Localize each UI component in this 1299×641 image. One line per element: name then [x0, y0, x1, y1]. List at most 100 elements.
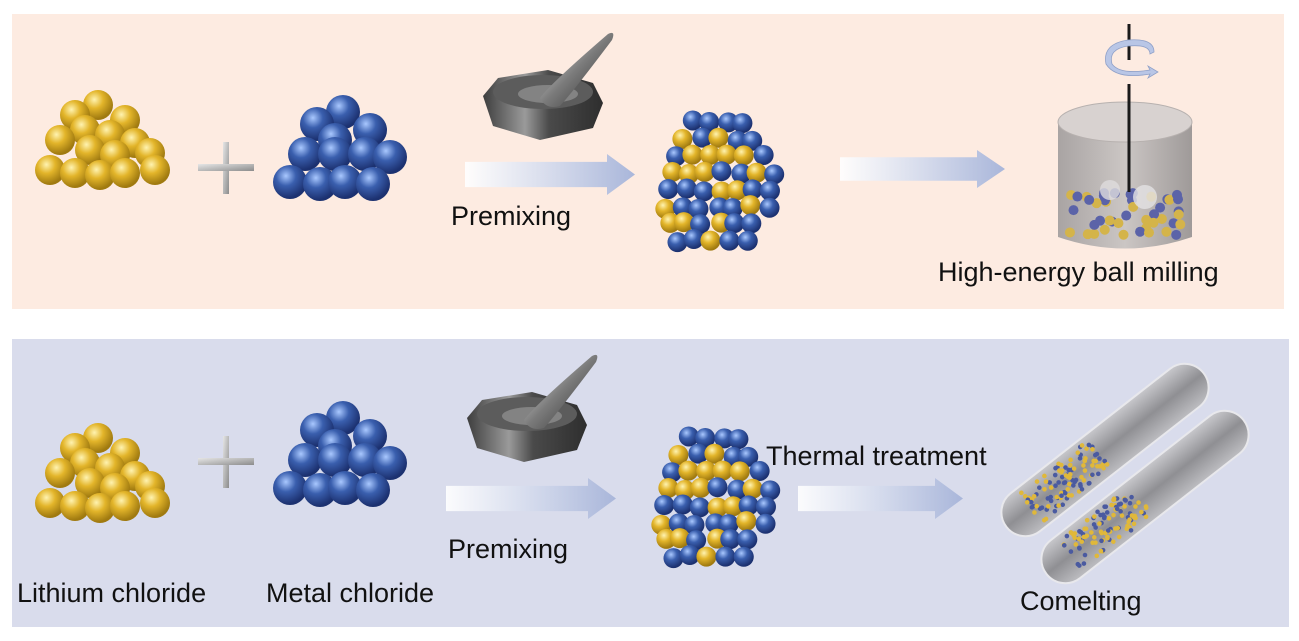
tube-particle	[1081, 477, 1087, 483]
tube-particle	[1090, 472, 1095, 478]
tube-particle	[1101, 465, 1106, 471]
metal-chloride-particle	[288, 443, 322, 477]
lithium-chloride-particle	[35, 488, 65, 518]
tube-particle	[1102, 458, 1108, 464]
metal-chloride-particle	[692, 127, 713, 148]
tube-particle	[1048, 485, 1054, 490]
tube-particle	[1073, 542, 1079, 547]
tube-particle	[1131, 515, 1137, 520]
pestle	[524, 354, 598, 429]
lithium-chloride-particle	[85, 493, 115, 523]
lithium-chloride-particle	[75, 468, 105, 498]
tube-particle	[1086, 442, 1092, 448]
mixed-particles-bottom	[651, 426, 781, 569]
tube-particle	[1071, 532, 1076, 538]
tube-particle	[1136, 500, 1141, 505]
arrow-shape	[798, 478, 963, 519]
metal-chloride-particle	[679, 545, 700, 566]
plus-horizontal-bar	[198, 164, 254, 171]
lithium-chloride-label: Lithium chloride	[17, 578, 207, 608]
tube-particle	[1111, 512, 1116, 518]
tube-particle	[1059, 474, 1065, 480]
metal-chloride-particle	[348, 137, 382, 171]
tube-particle	[1104, 510, 1110, 515]
metal-chloride-particle	[654, 495, 675, 516]
metal-chloride-particle	[658, 179, 679, 200]
tube-particle	[1071, 483, 1076, 488]
tube-particle	[1062, 490, 1068, 496]
metal-chloride-particle	[695, 428, 716, 449]
metal-chloride-particle	[724, 213, 745, 234]
milling-particle	[1175, 219, 1186, 230]
milling-particle	[1118, 229, 1129, 240]
metal-chloride-particle	[682, 110, 703, 131]
metal-chloride-particle	[348, 443, 382, 477]
milling-particle	[1091, 198, 1102, 209]
lithium-chloride-particle	[140, 155, 170, 185]
tube-particle	[1090, 540, 1095, 545]
tube-particle	[1067, 462, 1073, 468]
metal-chloride-particle	[753, 144, 774, 165]
tube-particle	[1104, 462, 1110, 467]
arrow-shape	[446, 478, 616, 519]
metal-chloride-particle	[759, 197, 780, 218]
lithium-chloride-particle	[704, 443, 725, 464]
tube-particle	[1082, 468, 1088, 473]
lithium-chloride-particles-top	[35, 90, 170, 190]
metal-chloride-particle	[727, 479, 748, 500]
metal-chloride-particle	[328, 165, 362, 199]
metal-chloride-particle	[728, 429, 749, 450]
lithium-chloride-particle	[673, 212, 694, 233]
metal-chloride-particle	[733, 546, 754, 567]
tube-particle	[1054, 494, 1059, 500]
lithium-chloride-particle	[110, 491, 140, 521]
mortar-pestle-icon	[467, 354, 598, 462]
tube-particle	[1102, 504, 1107, 510]
lithium-chloride-particle	[723, 496, 744, 517]
lithium-chloride-particle	[746, 162, 767, 183]
lithium-chloride-particle	[678, 460, 699, 481]
tube-particle	[1032, 510, 1037, 515]
tube-particle	[1123, 498, 1128, 503]
tube-particle	[1065, 486, 1071, 492]
lithium-chloride-particle	[75, 135, 105, 165]
metal-chloride-particle	[742, 130, 763, 151]
tube-particle	[1056, 461, 1061, 467]
metal-chloride-particle	[718, 514, 739, 535]
tube-particle	[1048, 498, 1054, 504]
metal-chloride-particle	[755, 496, 776, 517]
arrow-right-icon	[465, 154, 635, 195]
tube-particle	[1077, 529, 1082, 534]
tube-particle	[1077, 456, 1083, 461]
lithium-chloride-particle	[716, 144, 737, 165]
metal-chloride-particle	[672, 197, 693, 218]
arrow-right-icon	[798, 478, 963, 519]
tube-particle	[1089, 530, 1094, 535]
tube-particle	[1143, 504, 1149, 509]
lithium-chloride-particle	[60, 491, 90, 521]
milling-particle	[1143, 227, 1154, 238]
tube-particle	[1095, 509, 1100, 515]
lithium-chloride-particle	[85, 160, 115, 190]
plus-icon	[198, 142, 254, 194]
tube-particle	[1029, 504, 1035, 510]
lithium-chloride-particle	[110, 158, 140, 188]
tube-particle	[1081, 534, 1087, 540]
metal-chloride-particle	[684, 514, 705, 535]
tube-particle	[1078, 483, 1083, 489]
tube-particle	[1031, 494, 1037, 499]
mixed-particles-top	[655, 110, 785, 253]
metal-chloride-particle	[732, 113, 753, 134]
tube-particle	[1127, 500, 1133, 506]
tube-particle	[1097, 464, 1103, 469]
tube-particle	[1092, 514, 1097, 519]
milling-particle	[1173, 209, 1184, 220]
tube-particle	[1052, 472, 1058, 478]
milling-particle	[1164, 194, 1175, 205]
tube-particle	[1061, 542, 1067, 548]
tube-particle	[1042, 473, 1047, 479]
lithium-chloride-particle	[696, 460, 717, 481]
milling-particle	[1099, 224, 1110, 235]
sealed-quartz-tube-icon	[1000, 362, 1250, 585]
pestle	[540, 32, 614, 107]
